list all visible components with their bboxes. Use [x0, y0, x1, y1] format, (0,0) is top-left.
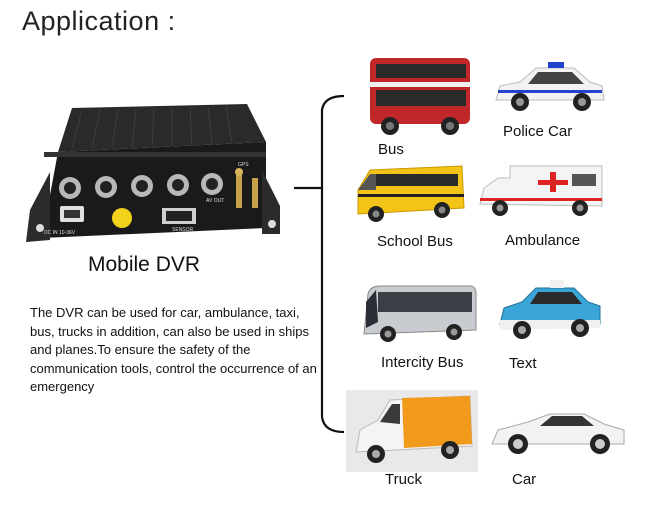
- vehicle-label-ambulance: Ambulance: [505, 232, 581, 249]
- truck-icon: [346, 390, 478, 472]
- intercity-bus-icon: [358, 282, 480, 346]
- description-text: The DVR can be used for car, ambulance, …: [30, 305, 317, 394]
- sports-car-icon: [488, 400, 628, 462]
- double-decker-bus-icon: [362, 54, 474, 138]
- taxi-icon: [496, 274, 604, 346]
- vehicle-label-police-car: Police Car: [503, 123, 573, 140]
- vehicle-label-taxi: Text: [509, 355, 537, 372]
- vehicle-label-car: Car: [512, 471, 537, 488]
- police-car-icon: [490, 58, 608, 118]
- vehicle-label-intercity-bus: Intercity Bus: [381, 354, 464, 371]
- vehicle-label-school-bus: School Bus: [377, 233, 453, 250]
- gps-label: GPS: [238, 162, 249, 168]
- school-bus-icon: [350, 160, 468, 230]
- vehicle-label-truck: Truck: [385, 471, 422, 488]
- sensor-label: SENSOR: [172, 227, 194, 233]
- ambulance-icon: [476, 160, 608, 226]
- power-label: DC IN 10-36V: [44, 230, 76, 236]
- av-out-label: AV OUT: [206, 198, 224, 204]
- bracket-connector: [292, 92, 352, 437]
- device-label: Mobile DVR: [88, 253, 201, 276]
- dvr-device-image: DC IN 10-36V SENSOR AV OUT GPS: [22, 100, 284, 250]
- vehicle-label-bus: Bus: [378, 141, 404, 158]
- page-title: Application :: [22, 6, 176, 36]
